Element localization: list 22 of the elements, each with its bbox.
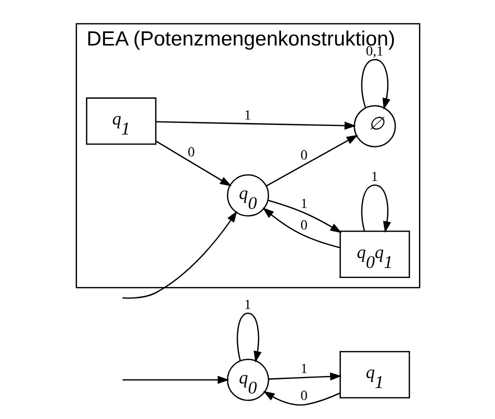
edge-label: 1 (244, 108, 251, 124)
edge-label: 0 (300, 218, 308, 234)
arrow (360, 184, 391, 233)
arrow (122, 210, 237, 299)
arrow (262, 208, 340, 248)
node-circle: ∅ (353, 105, 396, 148)
edge-label: 1 (370, 169, 378, 186)
arrow (155, 121, 356, 130)
arrow (122, 376, 229, 384)
edge-label: 1 (300, 196, 308, 212)
arrow (236, 312, 262, 363)
arrow (262, 391, 340, 406)
arrow (268, 200, 342, 233)
edge-label: 0 (300, 147, 308, 164)
arrow (155, 140, 231, 186)
edge-label: 1 (244, 297, 251, 314)
edge-label: 0 (300, 388, 308, 404)
edge-label: 0 (187, 144, 194, 161)
arrow (268, 372, 342, 381)
edge-label: 1 (300, 361, 308, 378)
arrow (360, 59, 390, 110)
arrow (266, 134, 358, 186)
